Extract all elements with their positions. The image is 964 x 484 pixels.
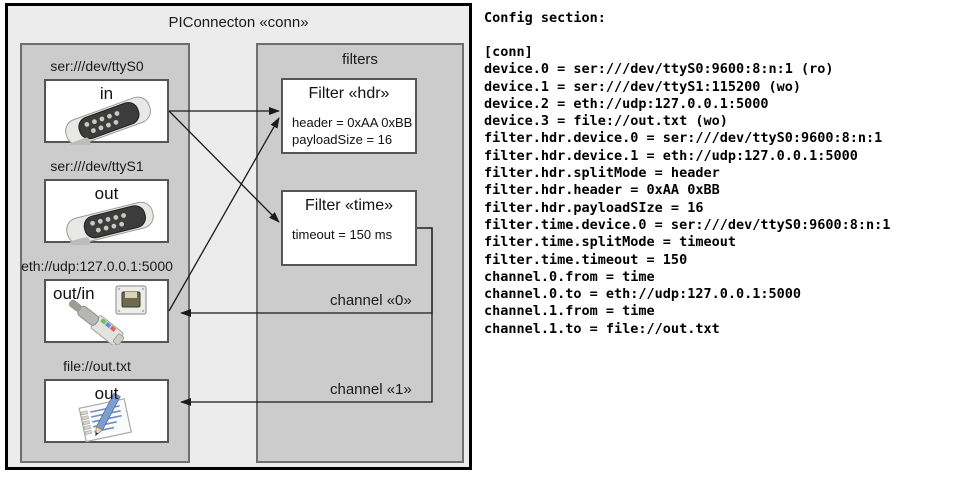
device-io-ttyS1: out — [94, 184, 119, 203]
config-heading: Config section: — [484, 10, 606, 26]
config-body: [conn] device.0 = ser:///dev/ttyS0:9600:… — [484, 44, 891, 337]
serial-port-icon — [46, 81, 167, 152]
filter-prop: payloadSize = 16 — [292, 132, 393, 147]
ethernet-port-icon — [46, 281, 167, 346]
device-box-ttyS0[interactable]: in — [44, 79, 169, 152]
device-label-ttyS0: ser:///dev/ttyS0 — [50, 58, 144, 74]
filter-box-hdr[interactable]: Filter «hdr» header = 0xAA 0xBB payloadS… — [281, 78, 417, 154]
filter-props-time: timeout = 150 ms — [292, 226, 392, 243]
device-label-file: file://out.txt — [63, 358, 131, 374]
filter-box-time[interactable]: Filter «time» timeout = 150 ms — [281, 190, 417, 266]
filter-prop: header = 0xAA 0xBB — [292, 115, 413, 130]
filters-panel-title: filters — [342, 51, 378, 68]
device-io-ttyS0: in — [99, 84, 114, 103]
serial-port-icon — [46, 181, 167, 250]
filter-title-time: Filter «time» — [304, 197, 394, 214]
text-file-icon — [46, 381, 167, 443]
device-box-eth[interactable]: out/in — [44, 279, 169, 346]
channel-label-0: channel «0» — [330, 292, 412, 309]
device-io-eth: out/in — [53, 284, 95, 303]
device-box-ttyS1[interactable]: out — [44, 179, 169, 250]
diagram-title: PIConnecton «conn» — [168, 14, 309, 31]
filter-props-hdr: header = 0xAA 0xBB payloadSize = 16 — [292, 114, 412, 148]
filter-prop: timeout = 150 ms — [292, 227, 393, 242]
device-io-file: out — [94, 384, 119, 403]
channel-label-1: channel «1» — [330, 381, 412, 398]
config-section: Config section: [conn] device.0 = ser://… — [482, 6, 960, 476]
device-label-ttyS1: ser:///dev/ttyS1 — [50, 158, 144, 174]
device-label-eth: eth://udp:127.0.0.1:5000 — [21, 258, 173, 274]
device-box-file[interactable]: out — [44, 379, 169, 443]
filter-title-hdr: Filter «hdr» — [308, 85, 390, 102]
